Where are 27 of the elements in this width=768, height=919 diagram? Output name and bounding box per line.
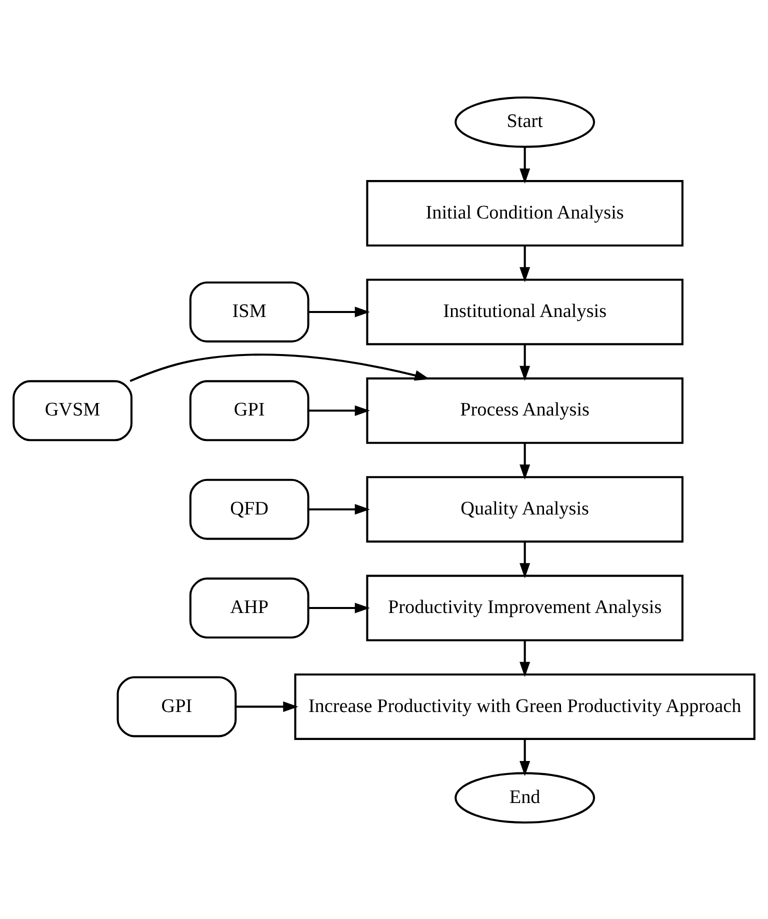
node-ellipse: Start (454, 96, 596, 148)
node-box: GVSM (12, 380, 132, 441)
node-box: Process Analysis (366, 376, 684, 444)
arrow (520, 146, 530, 184)
node-box: Institutional Analysis (366, 278, 684, 345)
node-box: Initial Condition Analysis (366, 180, 684, 246)
arrow (308, 504, 370, 514)
node-box: Productivity Improvement Analysis (366, 574, 684, 641)
arrow (520, 442, 530, 480)
arrow (520, 245, 530, 282)
node-ellipse: End (454, 772, 596, 824)
arrow (520, 541, 530, 578)
arrow (236, 700, 298, 712)
arrow (520, 344, 530, 380)
arrow (130, 353, 430, 382)
arrow (308, 306, 370, 317)
node-box: Increase Productivity with Green Productivity Approach (294, 672, 756, 740)
arrow (308, 602, 370, 613)
node-box: GPI (189, 380, 310, 441)
node-box: Quality Analysis (366, 476, 684, 542)
node-box: GPI (116, 676, 237, 737)
node-box: QFD (189, 478, 310, 540)
arrow (520, 738, 530, 776)
node-box: AHP (189, 577, 310, 638)
node-box: ISM (189, 280, 310, 342)
arrow (520, 640, 530, 676)
arrow (308, 404, 370, 416)
